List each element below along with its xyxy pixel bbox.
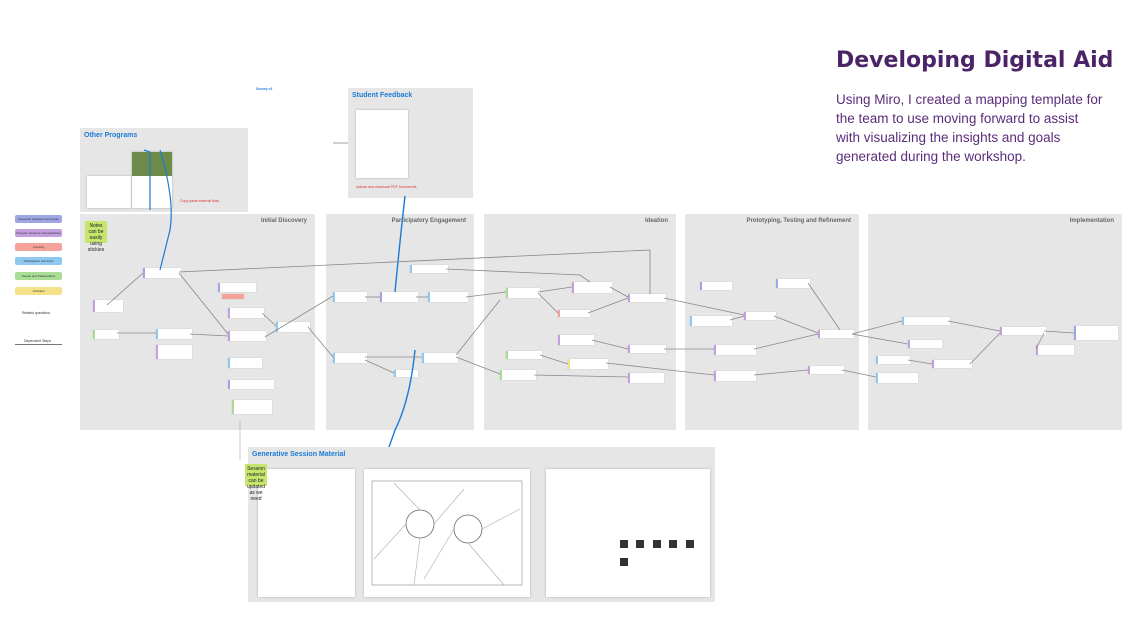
legend-activities: Activities [15, 287, 62, 295]
flow-card[interactable] [572, 282, 612, 293]
flow-card[interactable] [568, 359, 608, 369]
other-programs-title: Other Programs [84, 132, 138, 139]
flow-card[interactable] [714, 371, 756, 381]
graduation-icon [685, 540, 694, 548]
program-card-1[interactable] [87, 176, 131, 208]
flow-card[interactable] [506, 351, 542, 359]
student-feedback-title: Student Feedback [352, 92, 413, 99]
stage-label-initial: Initial Discovery [260, 218, 307, 224]
flow-card[interactable] [93, 330, 119, 339]
generative-session-board[interactable]: Generative Session Material Session mate… [245, 447, 715, 602]
notes-sticky[interactable]: Notes can be easily using stickies [85, 221, 107, 253]
flow-card[interactable] [902, 317, 950, 325]
feedback-pdf[interactable] [356, 110, 408, 178]
flow-card[interactable] [156, 345, 192, 359]
stage-initial-discovery[interactable]: Initial Discovery [80, 214, 315, 430]
legend-research: Research questions and goals [15, 215, 62, 223]
link-note: Copy paste external links [180, 199, 220, 203]
flow-card[interactable] [876, 356, 910, 364]
flow-card[interactable] [932, 360, 972, 368]
flow-card[interactable] [333, 353, 367, 363]
music-icon [636, 540, 645, 548]
flow-card[interactable] [333, 292, 367, 302]
flow-card[interactable] [93, 300, 123, 312]
group-icon [669, 540, 678, 548]
flow-card[interactable] [228, 358, 262, 368]
flow-card[interactable] [276, 322, 310, 332]
computer-icon [620, 558, 628, 566]
page-description: Using Miro, I created a mapping template… [836, 92, 1103, 164]
program-card-2[interactable] [132, 152, 172, 208]
flow-card[interactable] [818, 330, 854, 338]
flow-card[interactable] [228, 380, 274, 389]
flow-card[interactable] [394, 370, 418, 377]
stage-participatory[interactable]: Participatory Engagement [326, 214, 474, 430]
flow-card[interactable] [232, 400, 272, 414]
flow-card[interactable] [628, 345, 666, 353]
stage-label-implementation: Implementation [1069, 218, 1114, 224]
flow-card[interactable] [428, 292, 468, 302]
flow-card[interactable] [1074, 326, 1118, 340]
flow-card[interactable] [380, 292, 418, 302]
stage-label-participatory: Participatory Engagement [391, 218, 466, 224]
legend-related: Related questions [22, 311, 51, 315]
flow-card[interactable] [156, 329, 192, 339]
legend-people: People and Stakeholders [15, 272, 62, 280]
flow-card[interactable] [410, 265, 448, 273]
flow-card[interactable] [1036, 345, 1074, 355]
book-icon [620, 540, 628, 548]
other-programs-board[interactable]: Other Programs Copy paste external links [80, 128, 248, 212]
student-feedback-board[interactable]: Student Feedback Upload and download PDF… [348, 88, 473, 198]
legend-funding: Funding [15, 243, 62, 251]
flow-card[interactable] [558, 310, 590, 317]
flow-card[interactable] [1000, 327, 1046, 335]
mapping-worksheet-doc[interactable] [364, 469, 530, 597]
flow-card[interactable] [506, 288, 540, 298]
flow-card[interactable] [500, 370, 536, 380]
flow-card[interactable] [808, 366, 844, 374]
flow-card[interactable] [876, 373, 918, 383]
session-outline-doc[interactable] [258, 469, 355, 597]
generative-title: Generative Session Material [252, 451, 346, 458]
vocabulary-doc[interactable] [546, 469, 710, 597]
flow-card[interactable] [714, 345, 756, 355]
legend-participation: Participation and input [15, 257, 62, 265]
legend-dependent: Dependent Steps [24, 339, 52, 343]
flow-card[interactable] [422, 353, 458, 363]
flow-card[interactable] [228, 308, 264, 318]
flow-card[interactable] [744, 312, 776, 320]
dependent-arrow [15, 344, 62, 345]
page-title: Developing Digital Aid [836, 48, 1114, 73]
flow-card[interactable] [628, 294, 666, 302]
flow-card[interactable] [700, 282, 732, 290]
flow-card[interactable] [228, 331, 266, 341]
survey-document[interactable]: Survey v1 [254, 86, 332, 190]
session-sticky[interactable]: Session material can be updated as we ne… [245, 464, 267, 502]
flow-card[interactable] [143, 268, 181, 278]
stage-label-ideation: Ideation [644, 218, 668, 224]
flow-card[interactable] [628, 373, 664, 383]
flow-card[interactable] [908, 340, 942, 348]
legend-program: Program structure and guidelines [15, 229, 62, 237]
flow-card-funding[interactable] [222, 294, 244, 299]
flow-card[interactable] [776, 279, 810, 288]
flow-card[interactable] [690, 316, 732, 326]
flow-card[interactable] [558, 335, 594, 345]
upload-note: Upload and download PDF Documents [356, 185, 417, 189]
worksheet-diagram [371, 480, 523, 586]
icon-grid [618, 537, 698, 577]
stage-label-prototyping: Prototyping, Testing and Refinement [746, 218, 851, 224]
flow-card[interactable] [218, 283, 256, 292]
survey-title: Survey v1 [256, 87, 273, 91]
person-icon [652, 540, 661, 548]
